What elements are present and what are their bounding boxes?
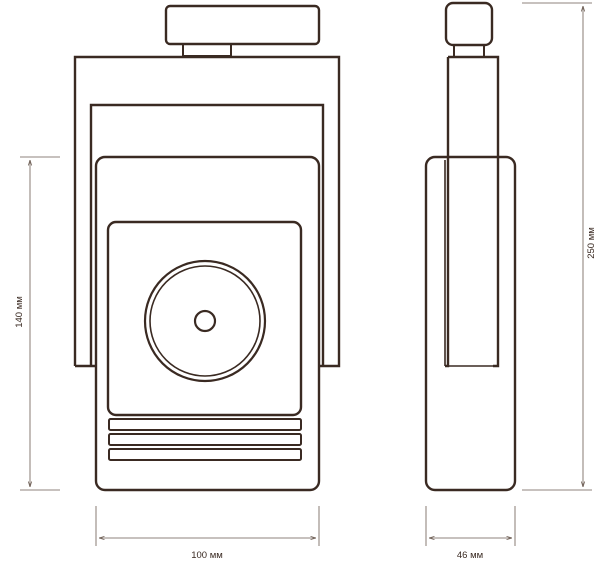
front-adapter-neck (182, 43, 232, 57)
front-lens-housing (106, 220, 303, 417)
dimension-250: 250 мм (522, 2, 597, 491)
dimension-140: 140 мм (14, 156, 60, 491)
front-vent-slot-3 (108, 448, 302, 461)
side-body (424, 155, 517, 492)
side-adapter-neck (453, 44, 485, 58)
front-view (73, 4, 341, 492)
front-bracket-inner (89, 103, 325, 366)
side-view (424, 1, 517, 492)
front-lens-outer (143, 259, 267, 383)
front-lens-center (193, 309, 217, 333)
front-adapter-top (164, 4, 321, 46)
dimension-100: 100 мм (95, 506, 320, 561)
dimension-250-label: 250 мм (586, 227, 597, 259)
dimension-100-label: 100 мм (191, 550, 223, 561)
front-vent-slot-2 (108, 433, 302, 446)
front-body (94, 155, 321, 492)
dimension-46: 46 мм (425, 506, 516, 561)
dimension-140-label: 140 мм (14, 296, 25, 328)
side-adapter-top (444, 1, 494, 47)
front-lens-ring (149, 265, 261, 377)
side-bracket (445, 55, 500, 368)
front-vent-slot-1 (108, 418, 302, 431)
dimension-46-label: 46 мм (457, 550, 483, 561)
front-bracket-outer (73, 55, 341, 368)
